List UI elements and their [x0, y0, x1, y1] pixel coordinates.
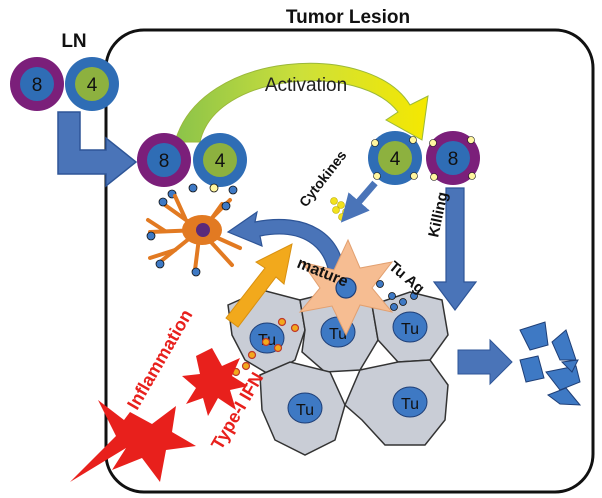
- lymph-node-label: LN: [61, 31, 86, 52]
- activation-label: Activation: [265, 75, 347, 96]
- danger-signal-star: [70, 400, 196, 482]
- cd8-marker: 8: [32, 75, 43, 96]
- diagram-title: Tumor Lesion: [286, 7, 410, 28]
- antigen-vesicle: [335, 277, 357, 299]
- cd8-marker: 8: [159, 151, 170, 172]
- killing-arrow: [432, 187, 478, 311]
- tumor-lesion-boundary: [104, 28, 595, 494]
- cd8-marker: 8: [448, 149, 459, 170]
- tcr-dots: [167, 183, 238, 199]
- lesion-cd4-tcell: 4: [193, 133, 247, 187]
- tumor-debris: [519, 321, 582, 406]
- cytokine-arrow: [340, 180, 378, 223]
- inflammation-arrow: [225, 243, 293, 328]
- tumor-antigen-dots: [376, 280, 418, 311]
- dendritic-cell-nucleus: [196, 223, 210, 237]
- tumor-label: Tu: [401, 396, 419, 413]
- migration-arrow: [57, 111, 138, 188]
- cytokines-label: Cytokines: [296, 147, 350, 210]
- tumor-death-arrow: [457, 338, 513, 386]
- activated-cd4-tcell: 4: [368, 131, 422, 185]
- inflammation-burst: [182, 348, 248, 416]
- ifn-dots: [231, 317, 300, 377]
- tumor-label: Tu: [296, 402, 314, 419]
- tumor-label: Tu: [401, 321, 419, 338]
- ln-cd4-tcell: 4: [65, 57, 119, 111]
- cytokine-molecules: [330, 197, 350, 221]
- activation-arrow: [174, 62, 429, 143]
- ln-cd8-tcell: 8: [10, 57, 64, 111]
- activated-cd8-tcell: 8: [426, 131, 480, 185]
- lesion-cd8-tcell: 8: [137, 133, 191, 187]
- cd4-marker: 4: [390, 149, 401, 170]
- maturation-arrow: [226, 210, 346, 283]
- tumor-label: Tu: [329, 326, 347, 343]
- inflammation-label: Inflammation: [123, 306, 196, 413]
- tumor-antigen-label: Tu Ag: [385, 258, 427, 297]
- cd4-marker: 4: [87, 75, 98, 96]
- cd4-marker: 4: [215, 151, 226, 172]
